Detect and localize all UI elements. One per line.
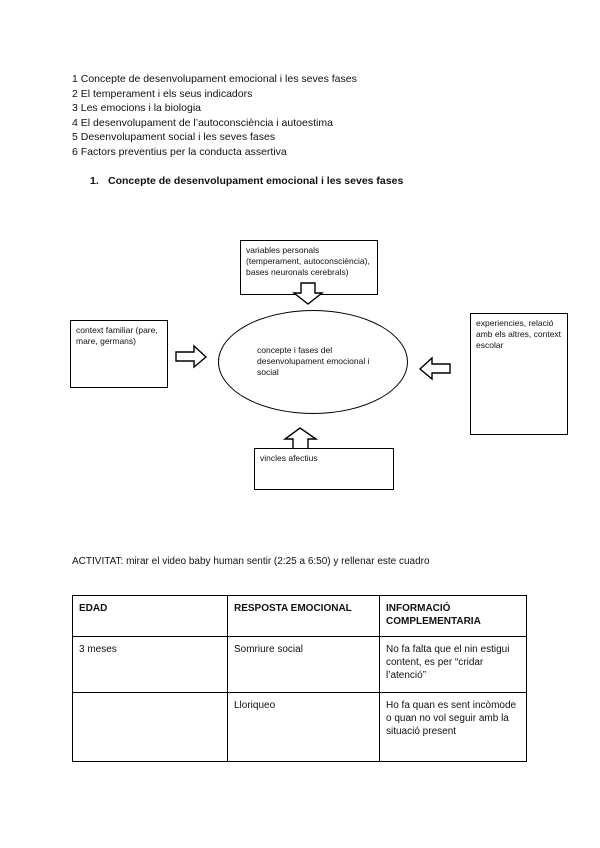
diagram-box-left: context familiar (pare, mare, germans): [70, 320, 168, 388]
toc-item: 4 El desenvolupament de l’autoconsciènci…: [72, 116, 333, 129]
table-cell: 3 meses: [72, 636, 228, 693]
emotions-table: EDAD RESPOSTA EMOCIONAL INFORMACIÓ COMPL…: [72, 595, 527, 762]
table-of-contents: 1 Concepte de desenvolupament emocional …: [72, 72, 357, 159]
table-cell: Lloriqueo: [227, 692, 380, 762]
section-heading: 1. Concepte de desenvolupament emocional …: [90, 175, 403, 187]
diagram-box-left-text: context familiar (pare, mare, germans): [76, 325, 158, 346]
diagram-center-text: concepte i fases del desenvolupament emo…: [257, 345, 370, 377]
diagram-center-ellipse: concepte i fases del desenvolupament emo…: [218, 310, 408, 414]
arrow-down-icon: [291, 282, 325, 305]
table-cell: Ho fa quan es sent incòmode o quan no vo…: [379, 692, 527, 762]
table-header-row: EDAD RESPOSTA EMOCIONAL INFORMACIÓ COMPL…: [72, 595, 527, 637]
table-row: Lloriqueo Ho fa quan es sent incòmode o …: [72, 692, 527, 762]
section-number: 1.: [90, 175, 99, 187]
arrow-left-icon: [418, 356, 451, 381]
arrow-right-icon: [175, 344, 208, 369]
arrow-up-icon: [282, 427, 319, 450]
toc-item: 6 Factors preventius per la conducta ass…: [72, 145, 287, 158]
table-cell: [72, 692, 228, 762]
activity-instruction: ACTIVITAT: mirar el video baby human sen…: [72, 556, 430, 567]
toc-item: 3 Les emocions i la biologia: [72, 102, 201, 114]
diagram-box-top-text: variables personals (temperament, autoco…: [246, 245, 370, 277]
table-header: INFORMACIÓ COMPLEMENTARIA: [379, 595, 527, 637]
table-cell: No fa falta que el nin estigui content, …: [379, 636, 527, 693]
toc-item: 1 Concepte de desenvolupament emocional …: [72, 73, 357, 85]
section-title: Concepte de desenvolupament emocional i …: [108, 175, 404, 187]
table-row: 3 meses Somriure social No fa falta que …: [72, 636, 527, 693]
diagram-box-right-text: experiencies, relació amb els altres, co…: [476, 318, 562, 350]
diagram-box-bottom-text: vincles afectius: [260, 453, 318, 463]
diagram-box-bottom: vincles afectius: [254, 448, 394, 490]
diagram-box-right: experiencies, relació amb els altres, co…: [470, 313, 568, 435]
table-header: EDAD: [72, 595, 228, 637]
toc-item: 5 Desenvolupament social i les seves fas…: [72, 131, 276, 143]
table-cell: Somriure social: [227, 636, 380, 693]
table-header: RESPOSTA EMOCIONAL: [227, 595, 380, 637]
toc-item: 2 El temperament i els seus indicadors: [72, 87, 253, 100]
